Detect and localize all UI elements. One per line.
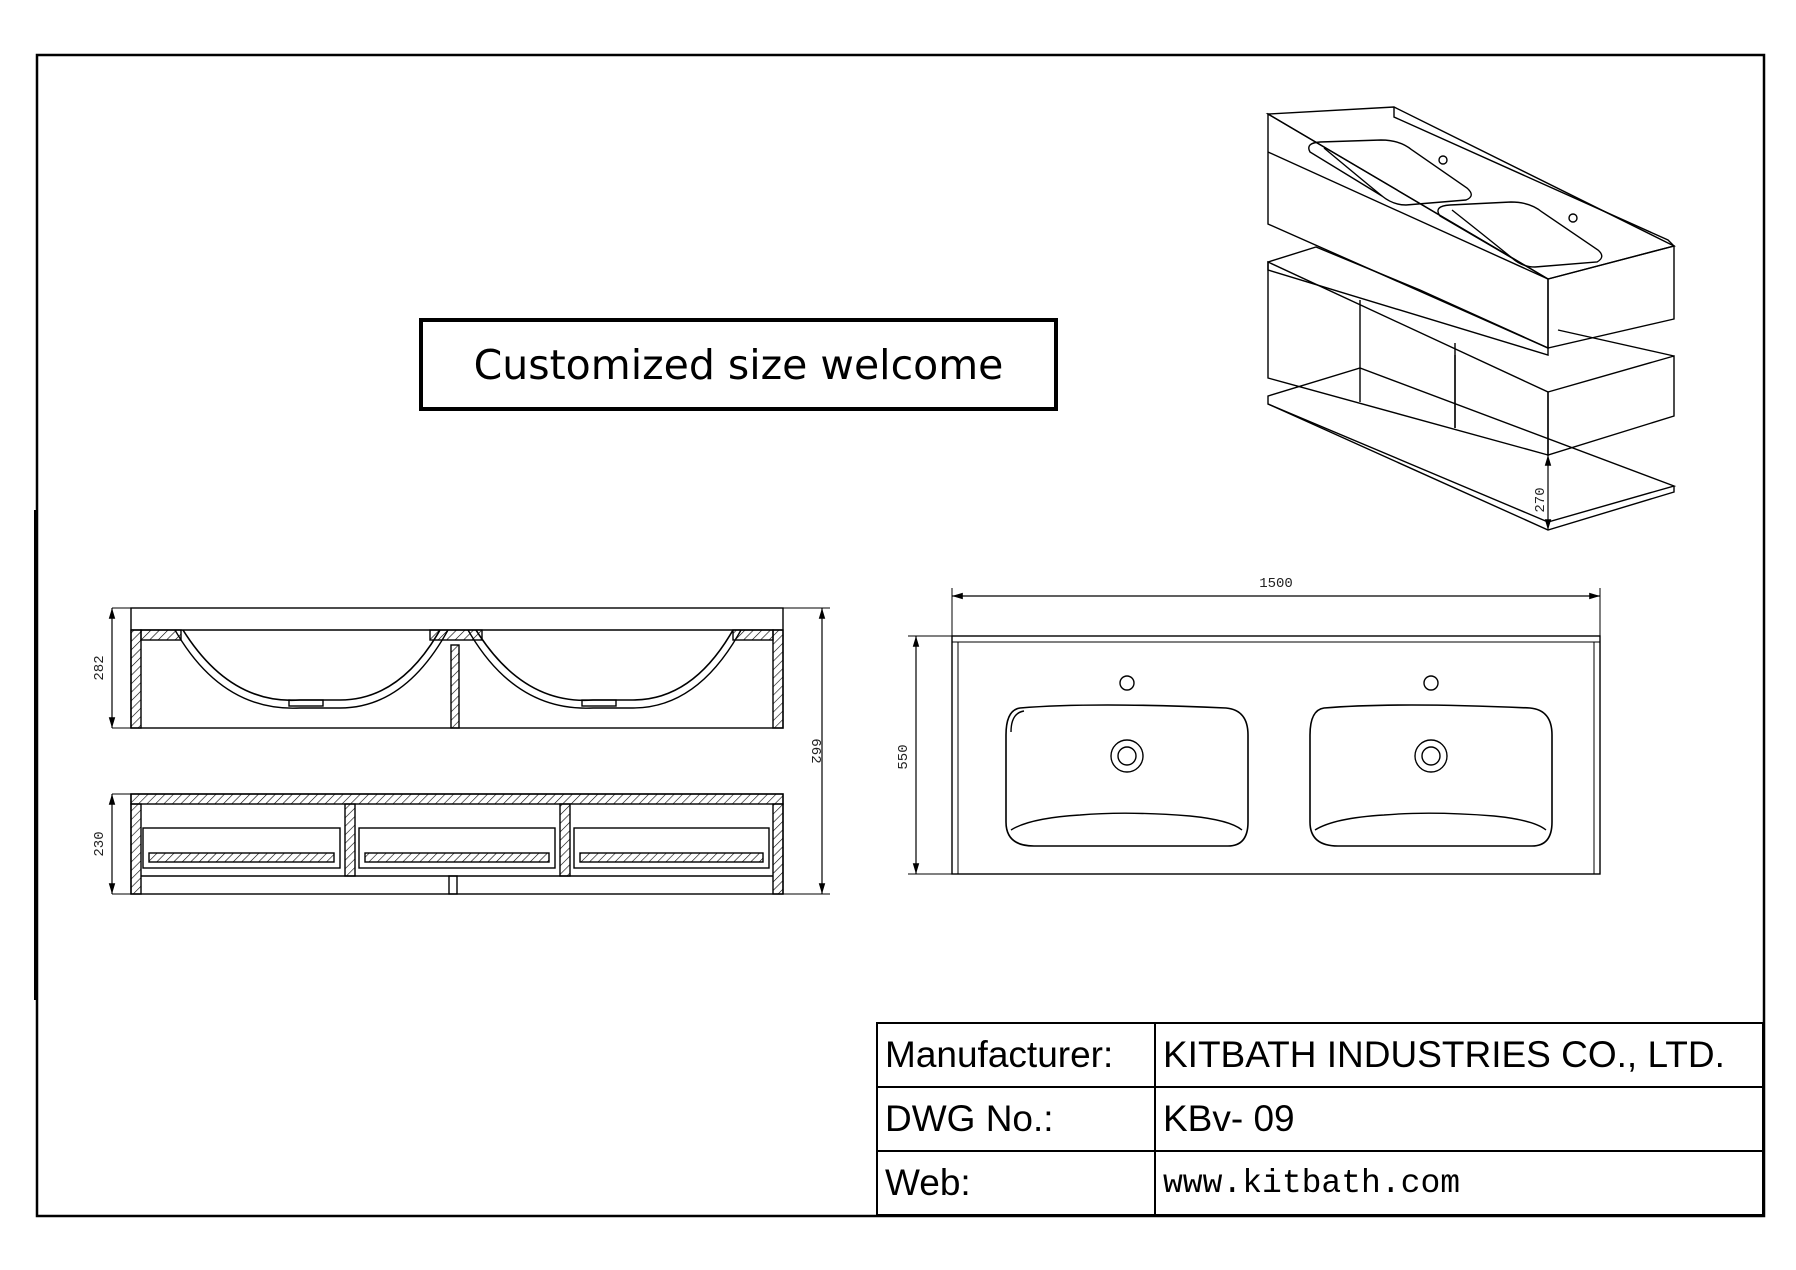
isometric-view — [1265, 106, 1677, 531]
manufacturer-value: KITBATH INDUSTRIES CO., LTD. — [1154, 1022, 1764, 1088]
dim-gap-height: 270 — [1533, 487, 1549, 512]
manufacturer-label: Manufacturer: — [876, 1022, 1156, 1088]
dim-top-depth: 550 — [896, 744, 912, 769]
dim-basin-height: 282 — [92, 655, 108, 680]
title-block: Manufacturer: KITBATH INDUSTRIES CO., LT… — [876, 1022, 1764, 1216]
web-value[interactable]: www.kitbath.com — [1154, 1150, 1764, 1216]
title-block-row-web: Web: www.kitbath.com — [876, 1150, 1764, 1216]
customized-size-banner: Customized size welcome — [419, 318, 1058, 411]
dwg-no-value: KBv- 09 — [1154, 1086, 1764, 1152]
dim-top-width: 1500 — [1259, 576, 1293, 592]
title-block-row-dwg: DWG No.: KBv- 09 — [876, 1086, 1764, 1152]
top-view — [908, 588, 1601, 875]
front-elevation — [108, 607, 830, 895]
dim-drawer-height: 230 — [92, 831, 108, 856]
dim-total-height: 662 — [807, 738, 823, 763]
web-label: Web: — [876, 1150, 1156, 1216]
title-block-row-manufacturer: Manufacturer: KITBATH INDUSTRIES CO., LT… — [876, 1022, 1764, 1088]
dwg-no-label: DWG No.: — [876, 1086, 1156, 1152]
